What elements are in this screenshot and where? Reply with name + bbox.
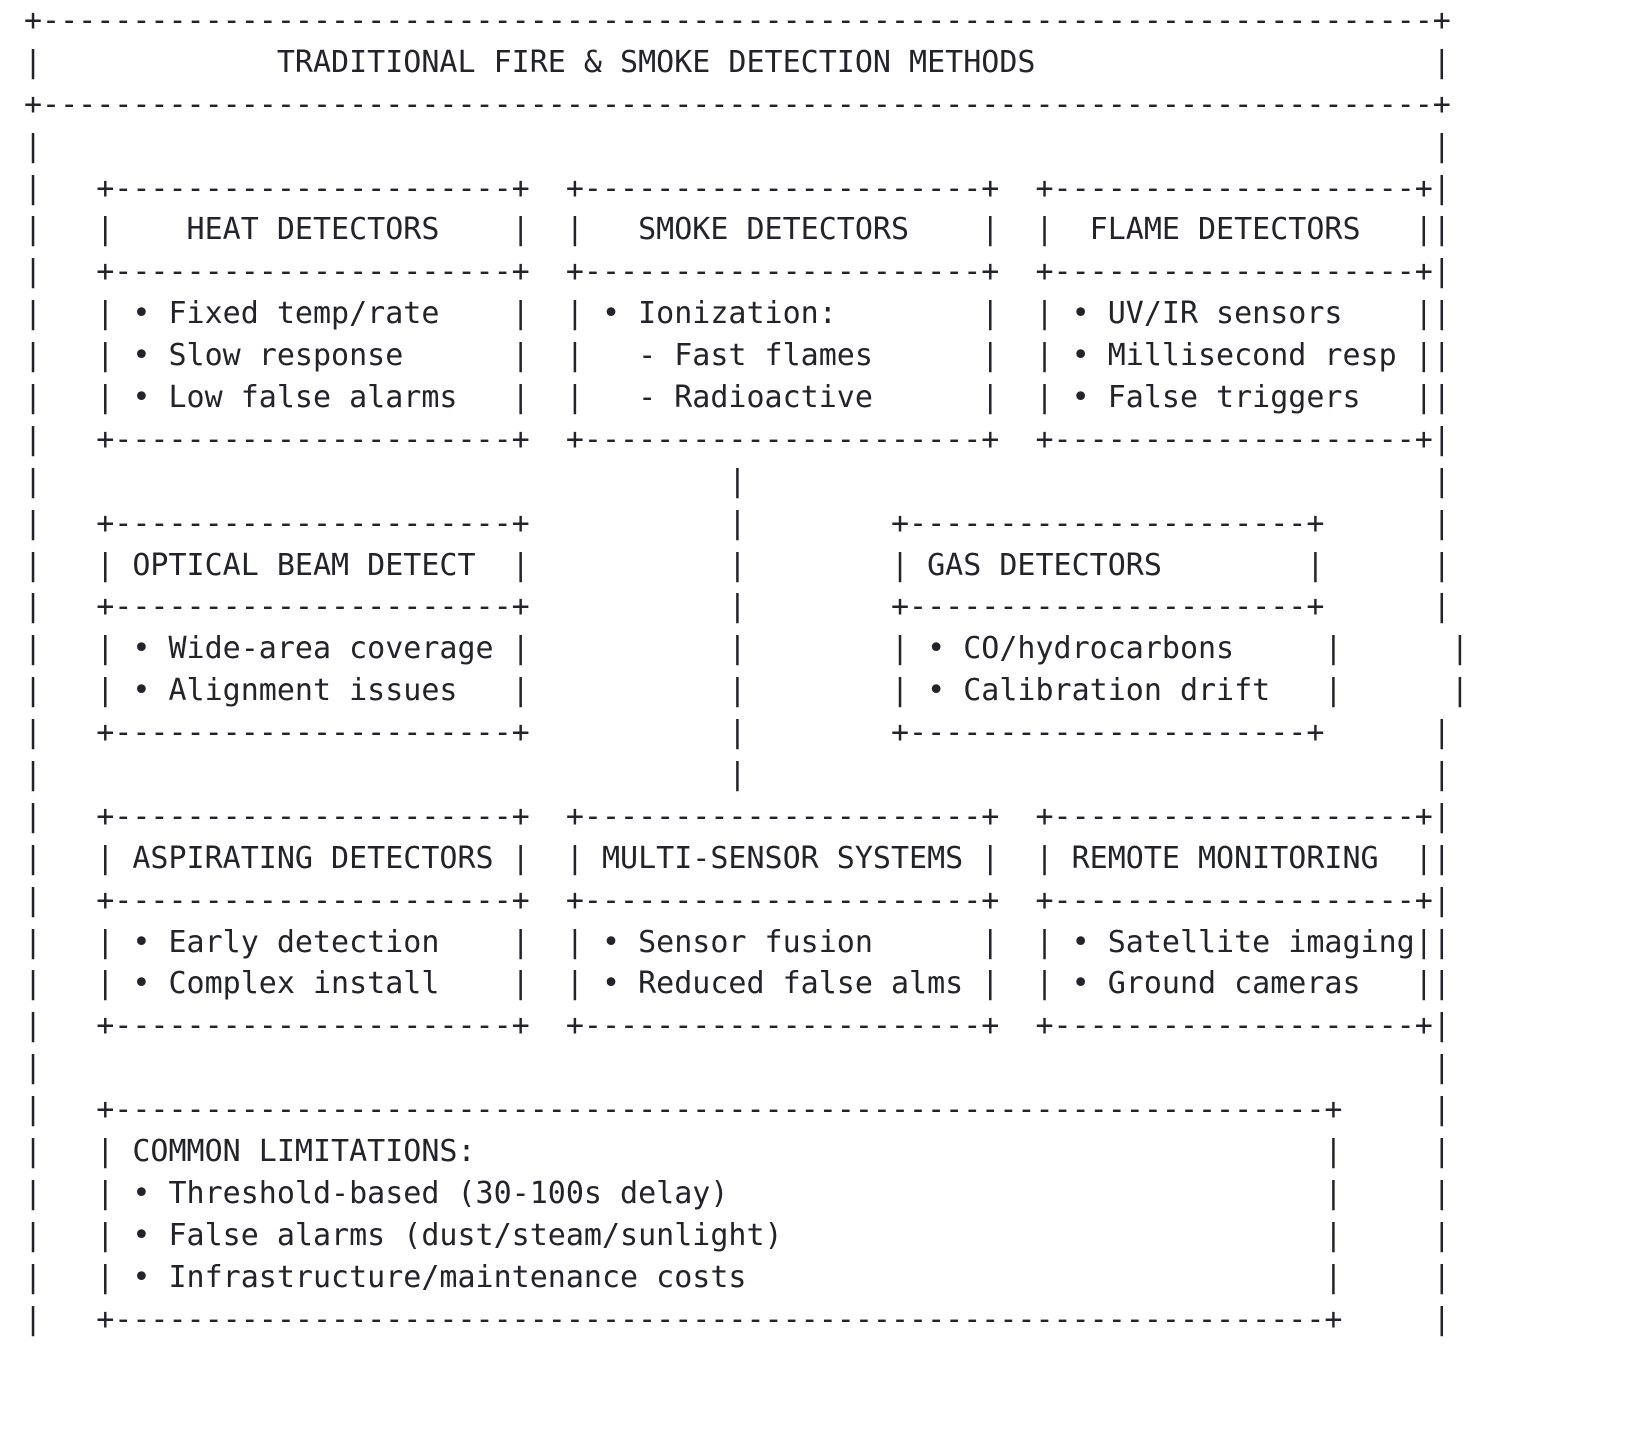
ascii-line: | +----------------------+ +------------…: [24, 882, 1451, 918]
ascii-line: | | • Fixed temp/rate | | • Ionization: …: [24, 296, 1451, 332]
ascii-line: | | • Early detection | | • Sensor fusio…: [24, 924, 1451, 960]
ascii-line: | +----------------------+ | +----------…: [24, 589, 1451, 625]
ascii-line: | +----------------------+ | +----------…: [24, 715, 1451, 751]
ascii-line: | | ASPIRATING DETECTORS | | MULTI-SENSO…: [24, 840, 1451, 876]
ascii-line: | +----------------------+ +------------…: [24, 421, 1451, 457]
ascii-line: | TRADITIONAL FIRE & SMOKE DETECTION MET…: [24, 44, 1451, 80]
ascii-line: | +----------------------+ +------------…: [24, 254, 1451, 290]
ascii-line: | | • False alarms (dust/steam/sunlight)…: [24, 1217, 1451, 1253]
ascii-line: | +----------------------+ | +----------…: [24, 505, 1451, 541]
ascii-line: | |: [24, 128, 1451, 164]
ascii-line: | | • Threshold-based (30-100s delay) | …: [24, 1175, 1451, 1211]
ascii-line: | | |: [24, 463, 1451, 499]
ascii-line: | | OPTICAL BEAM DETECT | | | GAS DETECT…: [24, 547, 1451, 583]
ascii-line: | | • Alignment issues | | | • Calibrati…: [24, 673, 1469, 709]
ascii-line: | | |: [24, 757, 1451, 793]
ascii-line: | | COMMON LIMITATIONS: | |: [24, 1134, 1451, 1170]
ascii-line: | |: [24, 1050, 1451, 1086]
ascii-line: | | • Low false alarms | | - Radioactive…: [24, 380, 1451, 416]
ascii-line: | +----------------------+ +------------…: [24, 798, 1451, 834]
ascii-line: | | • Complex install | | • Reduced fals…: [24, 966, 1451, 1002]
ascii-line: +---------------------------------------…: [24, 86, 1451, 122]
ascii-line: | | HEAT DETECTORS | | SMOKE DETECTORS |…: [24, 212, 1451, 248]
ascii-line: | | • Infrastructure/maintenance costs |…: [24, 1259, 1451, 1295]
ascii-line: | | • Slow response | | - Fast flames | …: [24, 338, 1451, 374]
ascii-line: | +-------------------------------------…: [24, 1301, 1451, 1337]
ascii-line: | | • Wide-area coverage | | | • CO/hydr…: [24, 631, 1469, 667]
ascii-art-block: +---------------------------------------…: [24, 3, 1469, 1337]
ascii-line: | +----------------------+ +------------…: [24, 1008, 1451, 1044]
ascii-line: | +----------------------+ +------------…: [24, 170, 1451, 206]
ascii-line: +---------------------------------------…: [24, 3, 1451, 38]
ascii-line: | +-------------------------------------…: [24, 1092, 1451, 1128]
